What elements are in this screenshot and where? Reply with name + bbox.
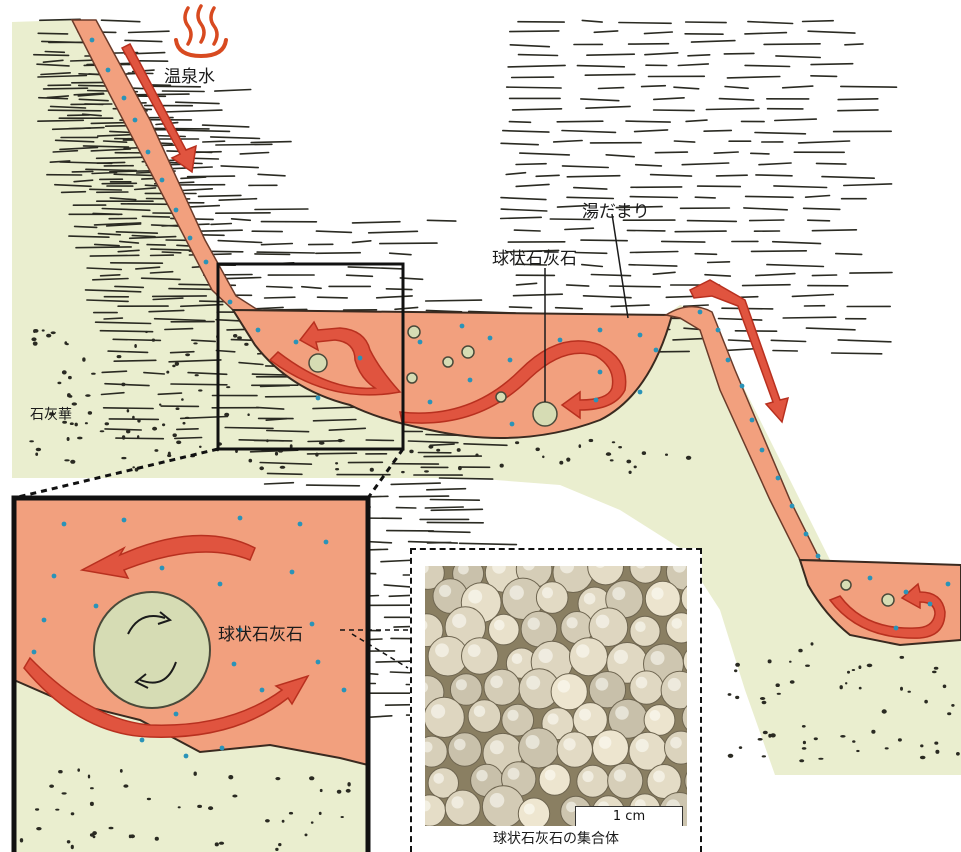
pisolite xyxy=(443,357,453,367)
pisolite xyxy=(407,373,417,383)
pisolite xyxy=(533,402,557,426)
inset-pisolite xyxy=(94,592,210,708)
pisolite-label-upper: 球状石灰石 xyxy=(492,244,577,269)
pisolite xyxy=(882,594,894,606)
pool-leader xyxy=(612,214,628,318)
pisolite-photo: 1 cm xyxy=(425,566,687,826)
hot-spring-water-label: 温泉水 xyxy=(164,62,215,87)
hot-spring-icon xyxy=(176,6,226,56)
pool-label: 湯だまり xyxy=(582,197,650,222)
scale-label: 1 cm xyxy=(576,809,682,824)
pisolite xyxy=(309,354,327,372)
pisolite xyxy=(496,392,506,402)
scale-bar: 1 cm xyxy=(575,806,683,826)
pisolite xyxy=(408,326,420,338)
pisolite xyxy=(841,580,851,590)
pisolite xyxy=(462,346,474,358)
photo-panel: 1 cm 球状石灰石の集合体 xyxy=(410,548,702,852)
pisolite-label-inset: 球状石灰石 xyxy=(218,620,303,645)
photo-caption: 球状石灰石の集合体 xyxy=(412,828,700,848)
travertine-label: 石灰華 xyxy=(30,404,72,424)
